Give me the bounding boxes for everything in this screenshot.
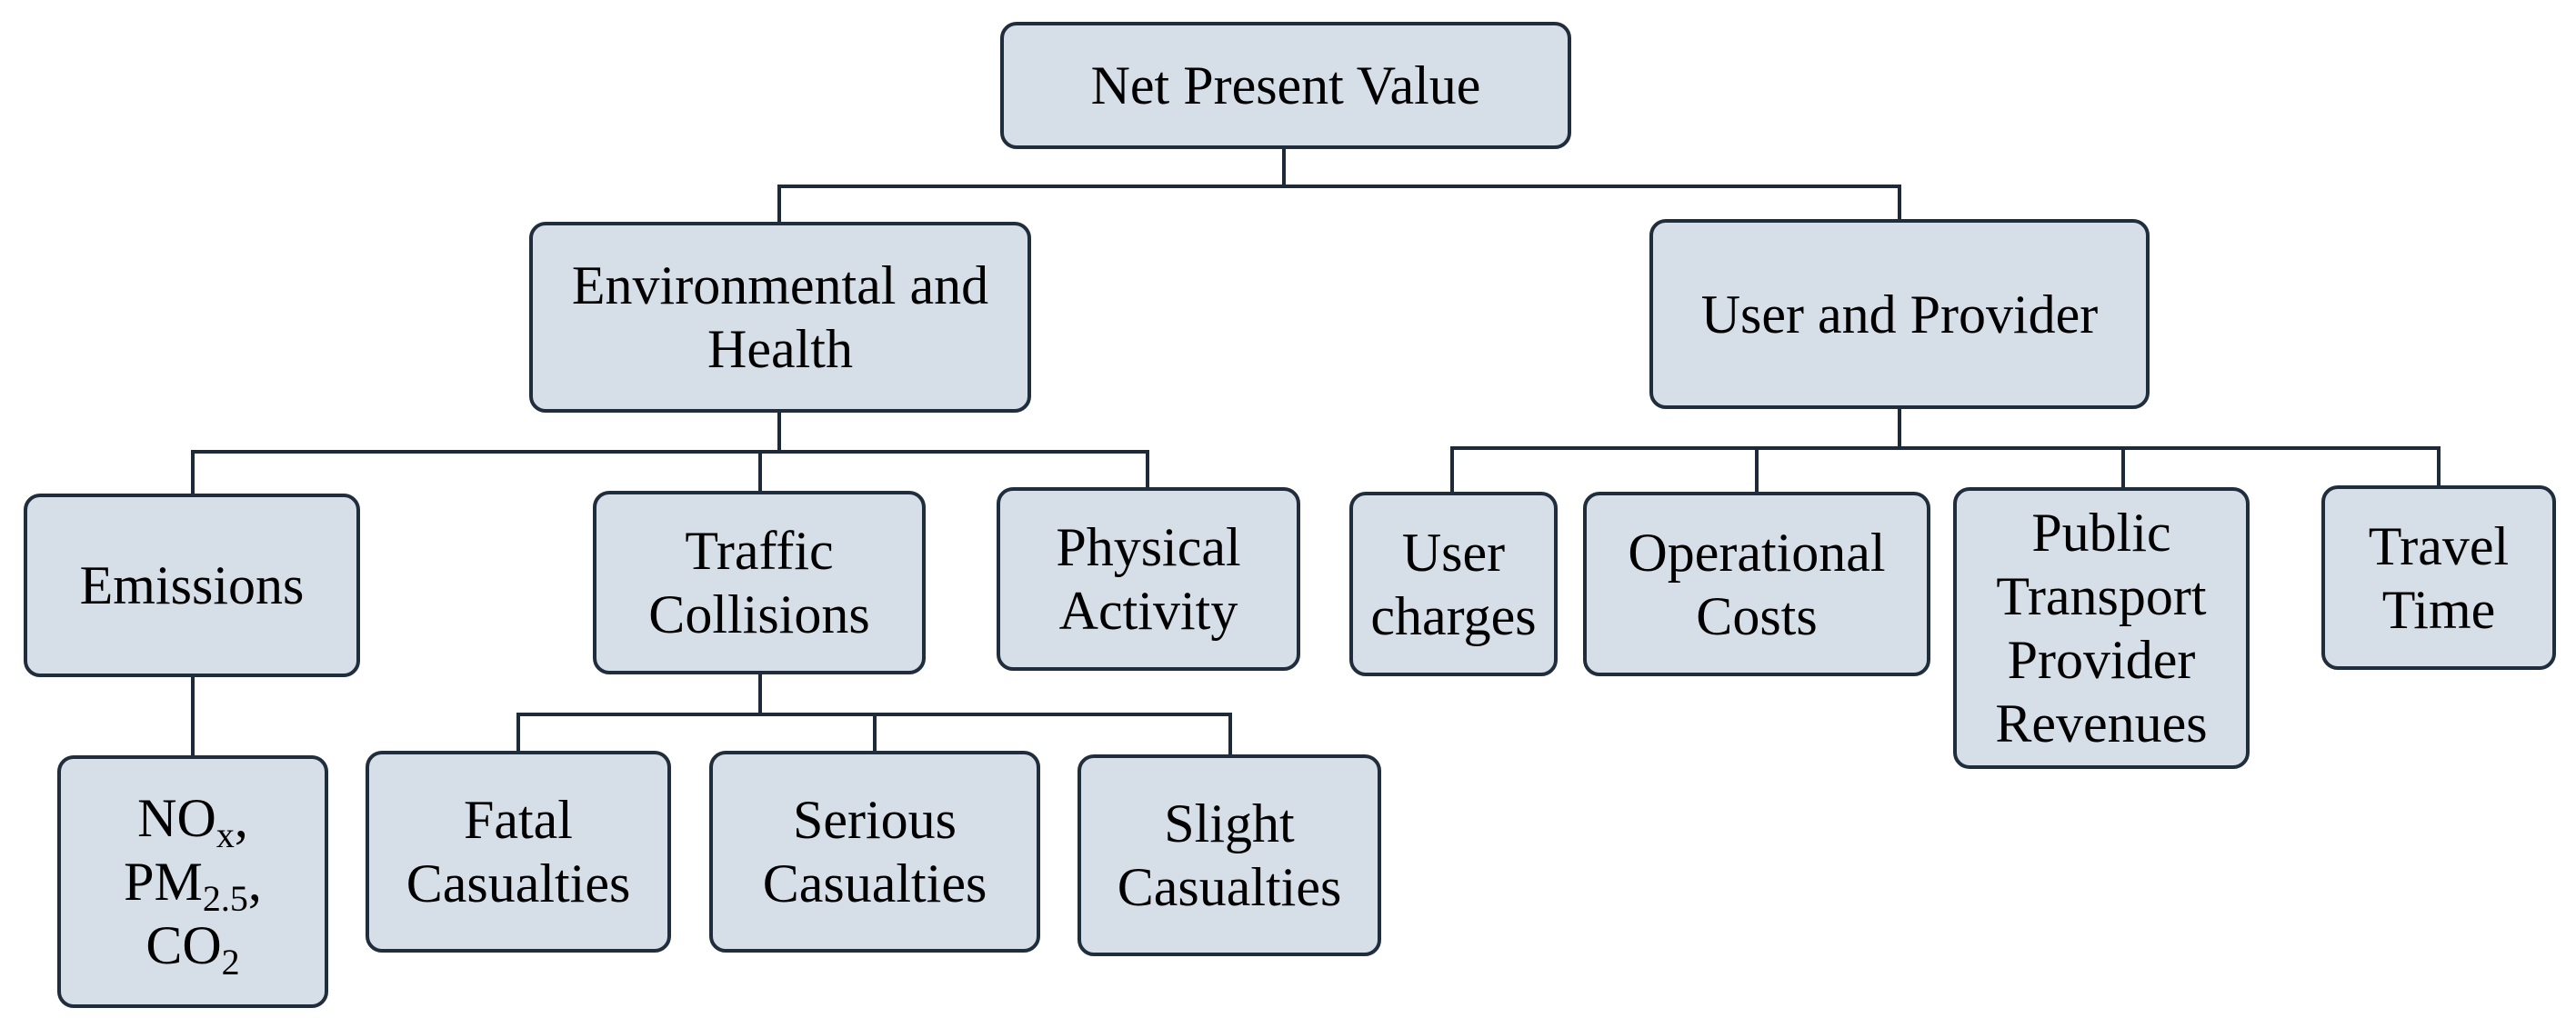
connector-serious-drop (873, 713, 877, 753)
node-label-line: Public (2031, 503, 2171, 563)
node-label-line: Serious (793, 790, 957, 850)
node-label-line: User (1401, 522, 1506, 583)
node-travel-time: Travel Time (2321, 485, 2556, 670)
node-fatal-casualties: Fatal Casualties (366, 751, 671, 953)
connector-user-drop (1898, 185, 1901, 221)
node-pollutants: NOx, PM2.5, CO2 (57, 755, 328, 1008)
connector-level1-bar (777, 185, 1901, 188)
node-label-line: Travel (2368, 515, 2510, 576)
node-user-charges: User charges (1349, 492, 1558, 676)
connector-env-drop (777, 185, 781, 224)
connector-traveltime-drop (2437, 446, 2441, 487)
node-label-line: Casualties (406, 853, 631, 913)
node-public-transport-provider-revenues: Public Transport Provider Revenues (1953, 487, 2250, 769)
node-label-line: Collisions (648, 584, 870, 644)
connector-collisions-stem (758, 673, 762, 716)
node-label-line: Health (707, 319, 853, 379)
node-physical-activity: Physical Activity (997, 487, 1300, 671)
connector-root-stem (1282, 147, 1286, 188)
connector-opcosts-drop (1755, 446, 1759, 494)
connector-collisions-drop (758, 450, 762, 493)
node-label-line: Fatal (464, 790, 573, 850)
pollutant-pm25: PM2.5, (124, 852, 262, 919)
node-label-line: Environmental and (571, 255, 989, 315)
pollutant-nox: NOx, (137, 788, 248, 855)
connector-user-stem (1898, 407, 1901, 450)
connector-physical-drop (1146, 450, 1149, 489)
node-label-line: Casualties (762, 853, 987, 913)
node-label-line: Operational (1628, 522, 1886, 583)
node-label-line: Transport (1996, 566, 2207, 626)
connector-env-stem (777, 411, 781, 454)
connector-emissions-drop (191, 450, 195, 495)
node-label-line: Physical (1056, 517, 1241, 577)
node-user-and-provider: User and Provider (1649, 219, 2150, 409)
node-environmental-and-health: Environmental and Health (529, 222, 1031, 413)
connector-emissions-stem (191, 675, 195, 757)
node-label-line: Emissions (79, 555, 305, 615)
connector-user-children-bar (1450, 446, 2441, 450)
connector-slight-drop (1228, 713, 1232, 756)
node-slight-casualties: Slight Casualties (1078, 754, 1381, 956)
connector-charges-drop (1450, 446, 1454, 494)
node-label-line: Net Present Value (1090, 55, 1481, 115)
pollutant-co2: CO2 (145, 915, 240, 983)
connector-env-children-bar (191, 450, 1149, 454)
node-label-line: Activity (1058, 581, 1238, 641)
node-label-line: Time (2381, 579, 2496, 640)
node-label-line: Revenues (1995, 694, 2208, 754)
node-net-present-value: Net Present Value (1000, 22, 1571, 149)
node-label-line: Costs (1696, 585, 1818, 646)
node-label-line: Provider (2007, 630, 2196, 690)
node-serious-casualties: Serious Casualties (709, 751, 1040, 953)
node-label-line: Casualties (1117, 857, 1342, 917)
connector-revenues-drop (2121, 446, 2125, 489)
node-operational-costs: Operational Costs (1583, 492, 1930, 676)
node-label-line: Traffic (685, 521, 834, 581)
connector-fatal-drop (516, 713, 520, 753)
node-traffic-collisions: Traffic Collisions (593, 491, 926, 674)
node-label-line: Slight (1164, 793, 1295, 853)
node-label-line: charges (1370, 585, 1537, 646)
node-label-line: User and Provider (1700, 284, 2099, 344)
node-emissions: Emissions (24, 494, 360, 677)
